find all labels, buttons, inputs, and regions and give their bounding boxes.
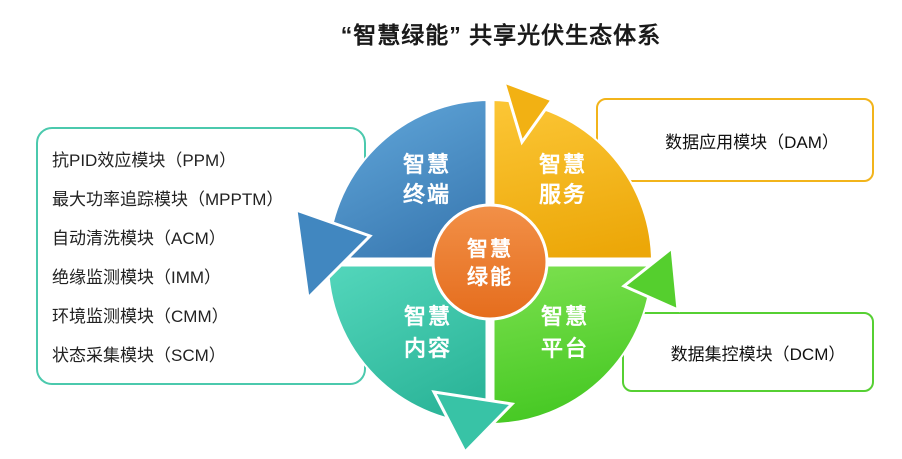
center-label-line2: 绿能 [467,265,513,289]
center-hub [431,203,549,321]
dcm-label: 数据集控模块（DCM） [670,344,846,364]
module-item-mpptm: 最大功率追踪模块（MPPTM） [52,190,284,209]
service-label-line1: 智慧 [539,152,587,177]
platform-arrowhead-icon [621,245,680,313]
module-item-acm: 自动清洗模块（ACM） [52,229,226,248]
terminal-arrowhead-icon [294,207,373,302]
service-arrowhead-icon [501,79,555,146]
module-item-ppm: 抗PID效应模块（PPM） [52,151,237,170]
dam-label: 数据应用模块（DAM） [665,132,839,152]
module-item-imm: 绝缘监测模块（IMM） [52,268,222,287]
dam-panel: 数据应用模块（DAM） [596,98,874,182]
service-label-line2: 服务 [539,182,587,207]
page-title: “智慧绿能” 共享光伏生态体系 [340,22,662,48]
ecosystem-cycle-diagram: 智慧 终端 智慧 服务 智慧 内容 智慧 平台 智慧 绿能 [294,79,680,455]
platform-label-line2: 平台 [541,336,589,361]
content-label-line1: 智慧 [404,304,452,329]
center-label-line1: 智慧 [467,237,513,261]
terminal-label-line2: 终端 [403,182,451,207]
content-arrowhead-icon [431,390,516,455]
module-item-cmm: 环境监测模块（CMM） [52,307,229,326]
terminal-label-line1: 智慧 [403,152,451,177]
module-item-scm: 状态采集模块（SCM） [52,346,226,365]
platform-label-line1: 智慧 [541,304,589,329]
content-label-line2: 内容 [404,336,452,361]
